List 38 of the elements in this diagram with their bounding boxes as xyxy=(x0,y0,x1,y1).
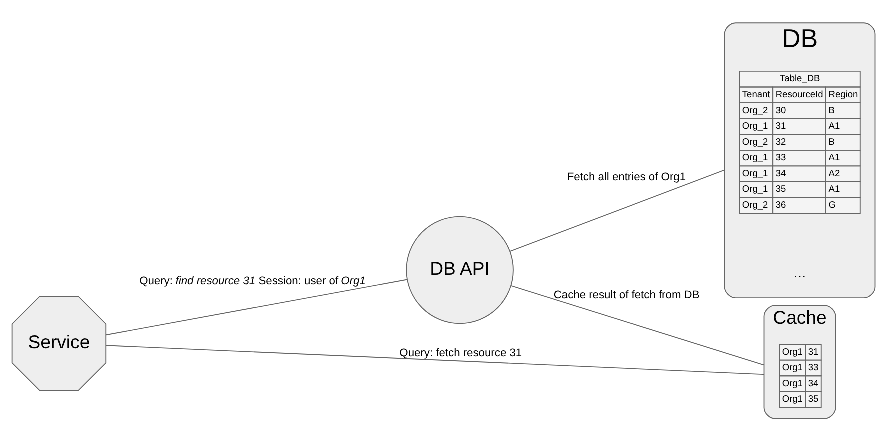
label: Org_2 xyxy=(742,199,768,210)
label: Org_2 xyxy=(742,136,768,146)
label: Org_1 xyxy=(742,168,768,178)
label: 31 xyxy=(808,346,819,356)
label: 34 xyxy=(776,168,786,178)
label: Org_1 xyxy=(742,152,768,162)
label: A2 xyxy=(828,168,840,178)
label: Table_DB xyxy=(780,73,820,84)
label: A1 xyxy=(828,120,840,131)
label: Tenant xyxy=(742,88,770,99)
label: B xyxy=(828,136,835,146)
label: 34 xyxy=(808,378,819,388)
label: 31 xyxy=(776,120,786,131)
edge-label: Cache result of fetch from DB xyxy=(554,289,700,302)
edge-label: Fetch all entries of Org1 xyxy=(567,171,686,184)
label: … xyxy=(794,264,807,280)
label: 35 xyxy=(776,184,786,194)
label: Org1 xyxy=(782,378,803,388)
label: B xyxy=(828,104,835,115)
label: Org_2 xyxy=(742,104,768,115)
label: 36 xyxy=(776,199,786,210)
label: Org1 xyxy=(782,362,803,372)
label: 33 xyxy=(808,362,819,372)
label: G xyxy=(828,199,836,210)
label: 35 xyxy=(808,394,819,404)
label: ResourceId xyxy=(776,88,824,99)
label: 32 xyxy=(776,136,786,146)
label: Org_1 xyxy=(742,184,768,194)
label: Org1 xyxy=(782,346,803,356)
label: 33 xyxy=(776,152,786,162)
label: Region xyxy=(828,88,858,99)
label: 30 xyxy=(776,104,786,115)
label: Org1 xyxy=(782,394,803,404)
edge-label: Query: find resource 31 Session: user of Org1 xyxy=(140,275,366,288)
label: A1 xyxy=(828,184,840,194)
label: Org_1 xyxy=(742,120,768,131)
label: A1 xyxy=(828,152,840,162)
edge-label: Query: fetch resource 31 xyxy=(400,346,522,359)
